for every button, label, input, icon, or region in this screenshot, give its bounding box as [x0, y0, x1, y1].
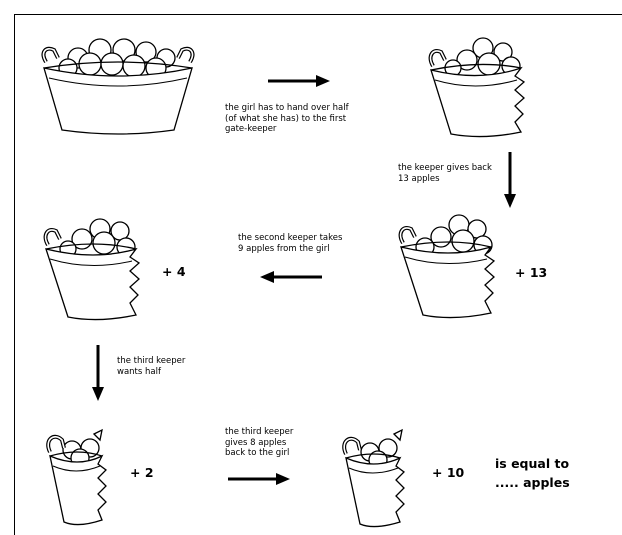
note-step1: the girl has to hand over half (of what … [225, 103, 349, 134]
full-basket [38, 38, 198, 138]
note-step4: the third keeper wants half [117, 356, 186, 377]
half-basket-1 [425, 37, 540, 143]
count-plus-4: + 4 [162, 264, 186, 279]
result-line-1: is equal to [495, 456, 570, 471]
half-basket-2 [395, 213, 510, 323]
result-line-2: ..... apples [495, 475, 570, 490]
frame-border-left [14, 14, 15, 535]
count-plus-2: + 2 [130, 465, 154, 480]
small-basket-1 [44, 428, 124, 528]
arrow-down-2 [91, 345, 105, 401]
arrow-right-2 [228, 472, 290, 486]
note-step3: the second keeper takes 9 apples from th… [238, 233, 343, 254]
half-basket-3 [40, 217, 155, 327]
count-plus-10: + 10 [432, 465, 465, 480]
arrow-left-1 [260, 270, 322, 284]
note-step5: the third keeper gives 8 apples back to … [225, 427, 294, 458]
frame-border-top [14, 14, 622, 15]
note-step2: the keeper gives back 13 apples [398, 163, 492, 184]
arrow-right-1 [268, 74, 330, 88]
count-plus-13: + 13 [515, 265, 548, 280]
small-basket-2 [340, 428, 420, 528]
arrow-down-1 [503, 152, 517, 208]
